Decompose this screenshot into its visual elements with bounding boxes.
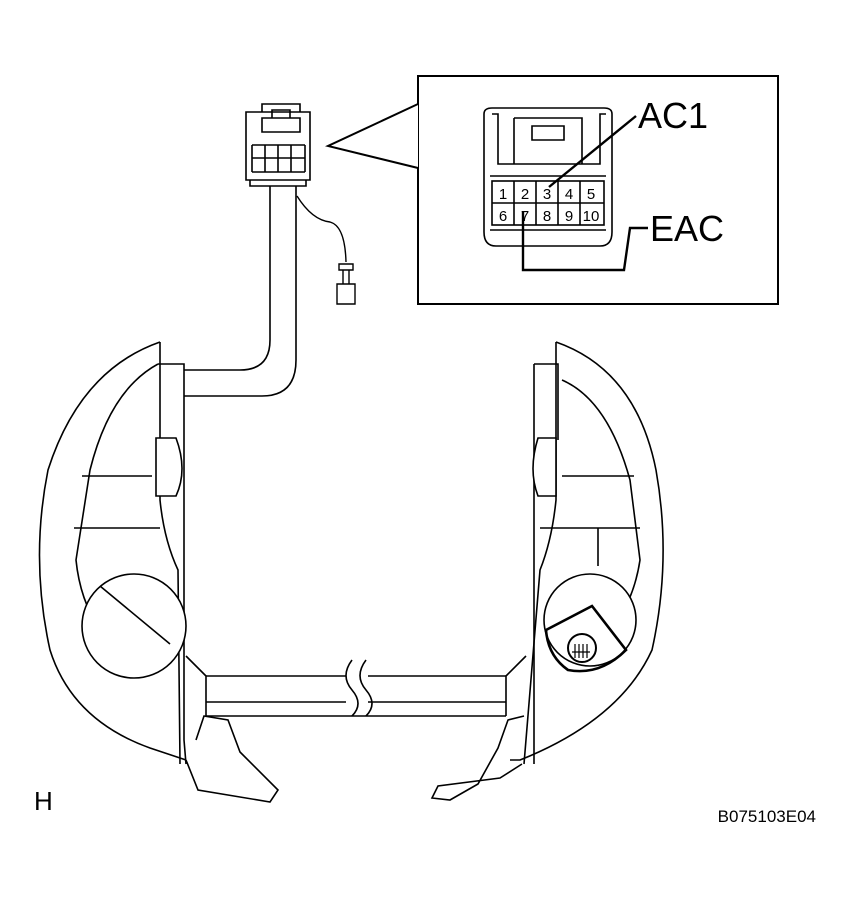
left-switch-pad bbox=[38, 341, 280, 803]
right-switch-pad bbox=[430, 341, 664, 801]
harness-connector bbox=[245, 103, 311, 187]
ac1-label: AC1 bbox=[638, 95, 708, 136]
pin-label: 9 bbox=[565, 208, 573, 225]
pin-label: 8 bbox=[543, 208, 551, 225]
leader-lines bbox=[521, 115, 648, 272]
pin-label: 2 bbox=[521, 186, 529, 203]
connector-pin-numbers: 1 2 3 4 5 6 7 8 9 10 bbox=[499, 186, 600, 225]
pin-label: 6 bbox=[499, 208, 507, 225]
defog-switch bbox=[544, 604, 628, 673]
figure-id: B075103E04 bbox=[718, 807, 816, 826]
connecting-bar bbox=[206, 659, 506, 717]
pin-label: 7 bbox=[521, 208, 529, 225]
pin-label: 5 bbox=[587, 186, 595, 203]
connector-face-enlarged bbox=[483, 107, 613, 247]
eac-label: EAC bbox=[650, 208, 724, 249]
connector-zoom-callout bbox=[325, 75, 779, 305]
eac-leader bbox=[521, 212, 648, 272]
ac1-leader bbox=[548, 115, 637, 188]
view-letter: H bbox=[34, 786, 53, 816]
pin-label: 4 bbox=[565, 186, 573, 203]
pin-label: 1 bbox=[499, 186, 507, 203]
ground-wire bbox=[296, 195, 356, 305]
pin-label: 3 bbox=[543, 186, 551, 203]
wire-harness bbox=[184, 186, 297, 397]
pin-label: 10 bbox=[583, 208, 600, 225]
